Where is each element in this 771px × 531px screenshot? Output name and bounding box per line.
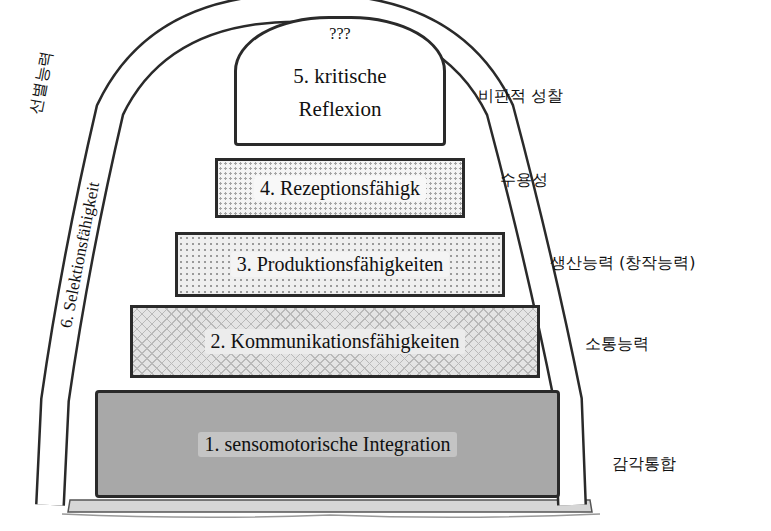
pyramid-tier: ??? 5. kritische Reflexion	[234, 16, 446, 146]
level-label: 수용성	[500, 170, 548, 191]
level-label: 비판적 성찰	[478, 86, 563, 107]
tier-mark: ???	[323, 25, 356, 43]
tier-label: 1. sensomotorische Integration	[198, 432, 456, 457]
level-label: 소통능력	[585, 334, 649, 355]
pyramid-tier: 4. Rezeptionsfähigk	[215, 158, 465, 218]
level-label: 생산능력 (창작능력)	[550, 253, 696, 274]
tier-label: 2. Kommunikationsfähigkeiten	[205, 329, 466, 354]
tier-label: 3. Produktionsfähigkeiten	[231, 252, 450, 277]
pyramid-tier: 3. Produktionsfähigkeiten	[175, 232, 505, 297]
band-edge	[50, 8, 572, 505]
pyramid-tier: 1. sensomotorische Integration	[95, 390, 560, 498]
tier-label: 5. kritische Reflexion	[246, 59, 434, 126]
level-label: 감각통합	[612, 454, 676, 475]
ground-line	[62, 514, 600, 517]
tier-label: 4. Rezeptionsfähigk	[254, 176, 426, 201]
ground-strip	[68, 500, 592, 512]
side-label: 선별능력	[26, 49, 59, 116]
pyramid-tier: 2. Kommunikationsfähigkeiten	[130, 305, 540, 378]
band-fill	[50, 8, 572, 505]
band-label: 6. Selektionsfähigkeit	[56, 180, 104, 329]
